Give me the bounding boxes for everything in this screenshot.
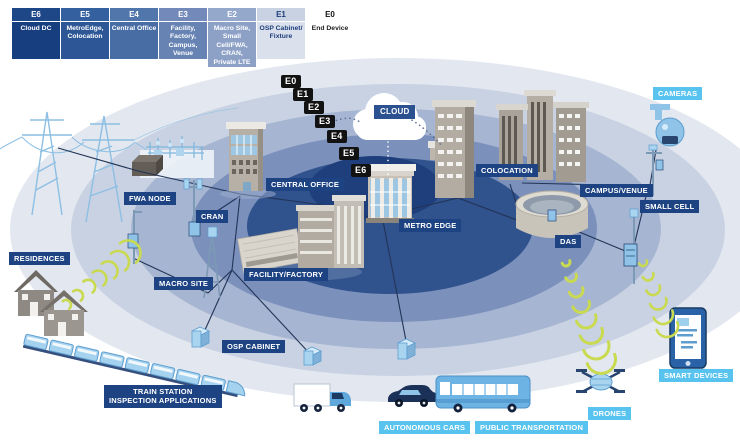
legend-tier-id: E1 xyxy=(257,8,305,21)
das-arena xyxy=(515,190,589,238)
legend-tier-label: Central Office xyxy=(110,22,158,59)
legend-tier-id: E5 xyxy=(61,8,109,21)
legend-tier-id: E0 xyxy=(325,10,335,19)
legend-tier-id: E4 xyxy=(110,8,158,21)
truck xyxy=(293,383,351,412)
bus xyxy=(435,375,531,413)
osp-cabinet-boxes xyxy=(191,326,416,366)
highrise-building xyxy=(432,100,476,198)
smartphone xyxy=(669,307,710,375)
metro-edge-building xyxy=(364,164,416,223)
power-substation xyxy=(132,136,214,178)
autonomous-car xyxy=(388,385,438,407)
small-cell-pole xyxy=(623,208,639,284)
campus-venue-pole xyxy=(646,144,664,196)
legend-tier-label: MetroEdge, Colocation xyxy=(61,22,109,59)
legend-tier-label: End Device xyxy=(311,25,349,32)
wireless-signal-arcs xyxy=(61,239,680,375)
legend-tier-id: E3 xyxy=(159,8,207,21)
legend-tier-id: E6 xyxy=(12,8,60,21)
residence-houses xyxy=(14,270,88,336)
cran-pole xyxy=(183,178,203,238)
cloud-dotted-links xyxy=(331,117,444,176)
central-office-building xyxy=(220,122,276,199)
drone xyxy=(576,369,625,394)
legend-tier-label: Facility, Factory, Campus, Venue xyxy=(159,22,207,59)
legend-tier-label: Cloud DC xyxy=(12,22,60,59)
security-camera xyxy=(650,104,685,147)
legend-tier-label: Macro Site, Small Cell/FWA, CRAN, Privat… xyxy=(208,22,256,68)
legend-tier-label: OSP Cabinet/ Fixture xyxy=(257,22,305,59)
legend-tier-id: E2 xyxy=(208,8,256,21)
